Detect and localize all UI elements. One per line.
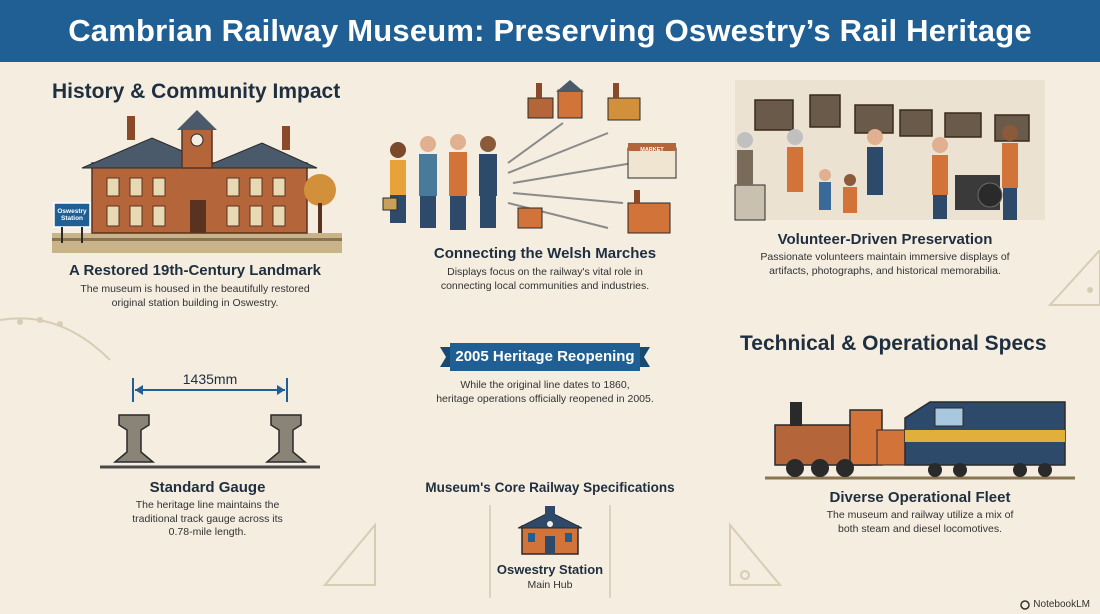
hub-subtitle: Main Hub: [527, 579, 573, 591]
notebooklm-icon: [1020, 599, 1031, 610]
core-specs-title: Museum's Core Railway Specifications: [425, 480, 675, 495]
rail-gauge-illustration: [100, 378, 320, 469]
volunteers-description: Passionate volunteers maintain immersive…: [760, 251, 1010, 277]
decorative-corner-bl: [322, 522, 376, 586]
page-title: Cambrian Railway Museum: Preserving Oswe…: [68, 13, 1032, 48]
station-sign-label: Oswestry Station: [57, 207, 87, 222]
gauge-description: The heritage line maintains the traditio…: [132, 499, 283, 539]
reopening-ribbon: [440, 343, 650, 371]
landmark-title: A Restored 19th-Century Landmark: [69, 262, 321, 279]
reopening-banner-label: 2005 Heritage Reopening: [455, 348, 635, 365]
welsh-marches-illustration: [382, 80, 677, 234]
volunteers-illustration: [734, 80, 1045, 221]
decorative-corner-br: [729, 522, 783, 586]
station-hub-icon: [518, 506, 582, 555]
reopening-description: While the original line dates to 1860, h…: [436, 379, 654, 405]
history-section-title: History & Community Impact: [52, 80, 341, 103]
marches-description: Displays focus on the railway's vital ro…: [440, 266, 650, 292]
gauge-title: Standard Gauge: [149, 479, 266, 496]
decorative-bracket-left: [0, 317, 111, 361]
gauge-measure: 1435mm: [182, 371, 238, 387]
marches-title: Connecting the Welsh Marches: [433, 245, 657, 262]
station-building-illustration: [52, 110, 342, 253]
header-banner: Cambrian Railway Museum: Preserving Oswe…: [0, 0, 1100, 62]
core-specs-frame: [489, 505, 611, 598]
technical-section-title: Technical & Operational Specs: [740, 332, 1047, 355]
fleet-title: Diverse Operational Fleet: [829, 489, 1011, 506]
hub-title: Oswestry Station: [496, 562, 604, 577]
fleet-illustration: [765, 401, 1075, 480]
volunteers-title: Volunteer-Driven Preservation: [777, 231, 993, 248]
footer-brand: NotebookLM: [1033, 599, 1090, 610]
market-shop-sign: MARKET: [640, 147, 664, 153]
decorative-bracket-right: [1047, 250, 1100, 306]
notebooklm-logo: NotebookLM: [1020, 599, 1090, 610]
landmark-description: The museum is housed in the beautifully …: [80, 283, 310, 309]
fleet-description: The museum and railway utilize a mix of …: [826, 509, 1014, 535]
